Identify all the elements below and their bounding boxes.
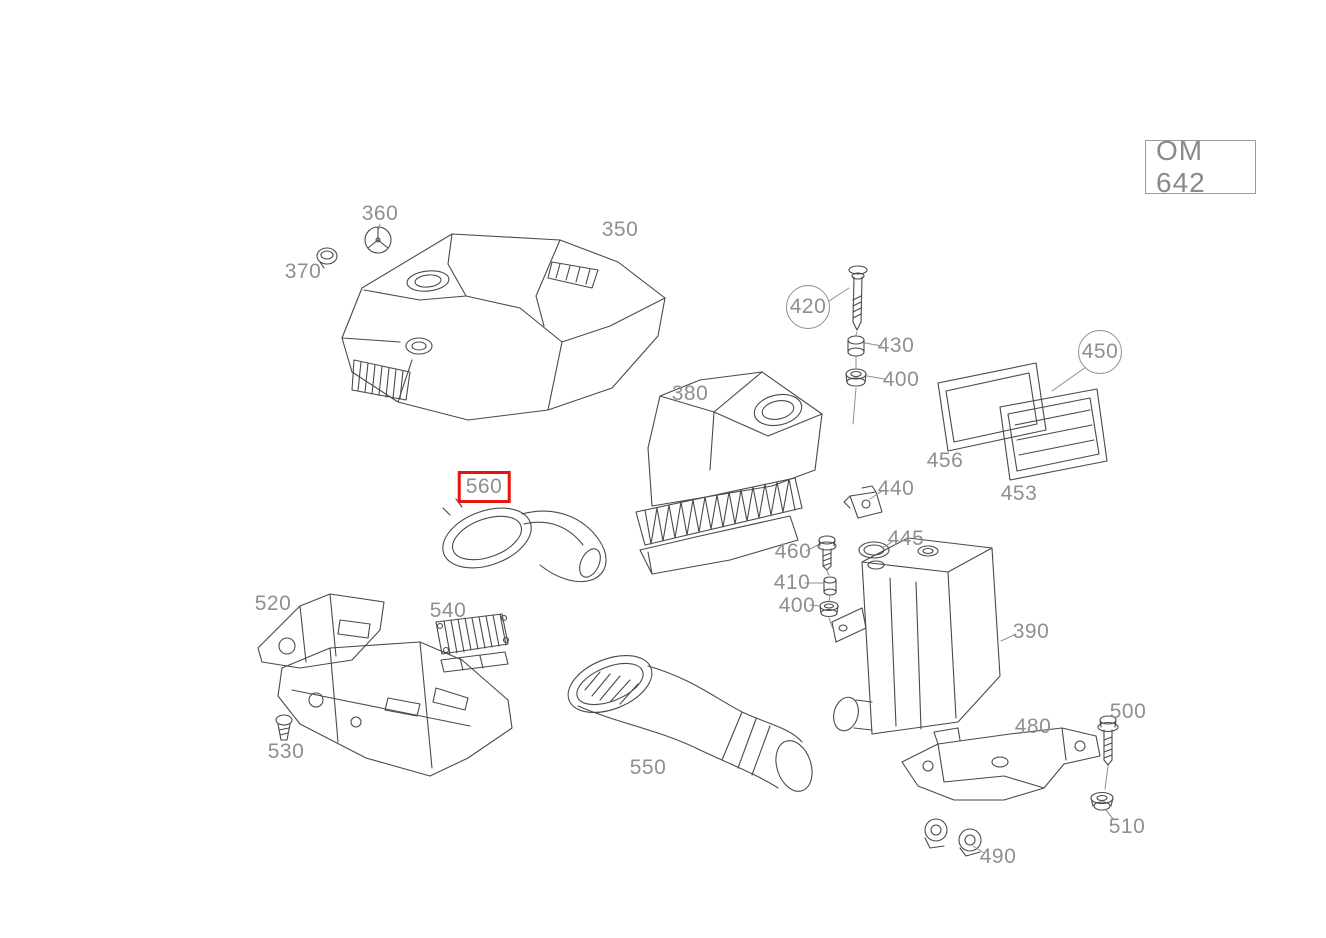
part-label-400-upper[interactable]: 400 <box>882 368 920 391</box>
part-label-350[interactable]: 350 <box>601 218 639 241</box>
part-label-380[interactable]: 380 <box>671 382 709 405</box>
part-453-filter-element <box>999 388 1108 481</box>
part-390-air-cleaner-housing <box>831 537 1001 735</box>
part-480-bracket <box>901 727 1101 801</box>
part-label-440[interactable]: 440 <box>877 477 915 500</box>
part-360-star-emblem <box>364 226 392 254</box>
part-456-filter-frame <box>937 362 1047 452</box>
part-420-screw <box>848 265 868 331</box>
part-label-420[interactable]: 420 <box>786 285 830 329</box>
engine-code: OM 642 <box>1156 135 1206 198</box>
part-370-cap <box>316 247 338 269</box>
part-350-engine-cover <box>341 233 666 421</box>
part-label-540[interactable]: 540 <box>429 599 467 622</box>
part-label-520[interactable]: 520 <box>254 592 292 615</box>
part-440-sensor <box>843 485 883 519</box>
part-label-390[interactable]: 390 <box>1012 620 1050 643</box>
part-400-grommet-upper <box>845 368 867 387</box>
part-label-450[interactable]: 450 <box>1078 330 1122 374</box>
part-label-370[interactable]: 370 <box>284 260 322 283</box>
part-520-floor-panel <box>257 593 513 777</box>
part-label-400-lower[interactable]: 400 <box>778 594 816 617</box>
part-460-bolt <box>817 535 837 571</box>
part-label-360[interactable]: 360 <box>361 202 399 225</box>
part-530-clip <box>275 714 293 741</box>
part-550-air-duct <box>567 655 813 792</box>
part-540-grid <box>435 613 510 673</box>
part-label-550[interactable]: 550 <box>629 756 667 779</box>
part-label-445[interactable]: 445 <box>887 527 925 550</box>
part-510-grommet <box>1090 791 1114 811</box>
part-label-460[interactable]: 460 <box>774 540 812 563</box>
part-label-530[interactable]: 530 <box>267 740 305 763</box>
part-label-510[interactable]: 510 <box>1108 815 1146 838</box>
leader-lines <box>378 223 1115 854</box>
part-label-480[interactable]: 480 <box>1014 715 1052 738</box>
part-label-560-highlighted[interactable]: 560 <box>457 471 511 503</box>
part-label-456[interactable]: 456 <box>926 449 964 472</box>
part-430-sleeve <box>847 335 865 357</box>
part-490-mounts <box>924 818 982 857</box>
part-label-453[interactable]: 453 <box>1000 482 1038 505</box>
part-label-490[interactable]: 490 <box>979 845 1017 868</box>
part-410-spacer <box>823 576 837 596</box>
part-400-grommet-lower <box>819 600 839 618</box>
part-label-410[interactable]: 410 <box>773 571 811 594</box>
part-380-filter-housing-upper <box>635 371 823 575</box>
part-label-500[interactable]: 500 <box>1109 700 1147 723</box>
part-560-intake-scoop <box>442 492 607 583</box>
engine-code-box: OM 642 <box>1145 135 1256 198</box>
part-500-bolt <box>1097 715 1119 766</box>
part-label-430[interactable]: 430 <box>877 334 915 357</box>
